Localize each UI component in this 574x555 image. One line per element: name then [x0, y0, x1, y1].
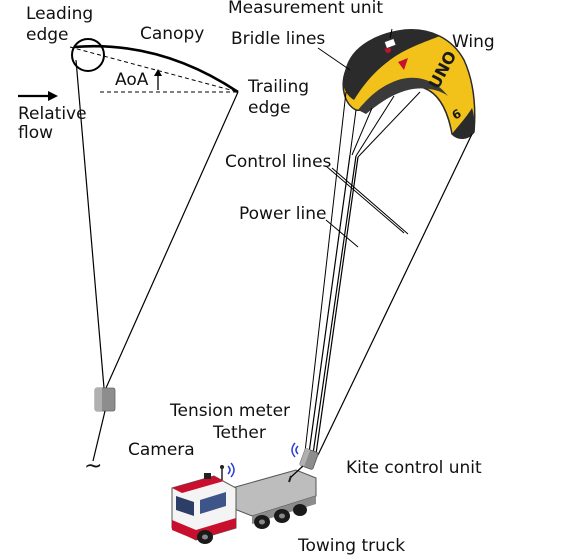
label-trailing-edge-2: edge — [248, 98, 291, 118]
label-kite-control-unit: Kite control unit — [346, 458, 482, 478]
label-power-line: Power line — [239, 204, 326, 224]
kite-control-unit — [290, 442, 319, 478]
bridle-line-3 — [355, 95, 395, 157]
label-wing: Wing — [452, 32, 495, 52]
truck-side-window — [200, 492, 226, 514]
aoa-arrowhead — [154, 69, 162, 76]
tension-meter-signal-icon — [291, 442, 299, 458]
leader-control-lines-b — [325, 165, 405, 234]
tether-line — [290, 465, 304, 478]
truck-camera — [204, 473, 211, 479]
control-line-left — [304, 91, 347, 453]
left-line-front — [75, 59, 105, 389]
kite-lines — [304, 47, 473, 456]
airfoil-schematic: ~ Leading edge Canopy AoA Trailing edge … — [18, 4, 309, 479]
truck-cab-red — [172, 518, 236, 540]
chord-line — [69, 46, 239, 93]
measurement-unit-box — [383, 37, 397, 49]
label-bridle-lines: Bridle lines — [231, 29, 325, 49]
leader-control-lines-a — [331, 167, 409, 235]
left-sensor-shade — [95, 388, 102, 411]
truck-wheel-1-hub — [202, 534, 208, 540]
label-relative-flow-1: Relative — [18, 104, 87, 124]
canopy-profile — [73, 44, 239, 94]
label-leading-edge-1: Leading — [26, 4, 93, 24]
towing-truck — [171, 462, 317, 544]
measurement-unit-leader — [389, 28, 393, 39]
label-measurement-unit: Measurement unit — [228, 0, 383, 18]
wing-underside-swoosh — [358, 77, 448, 114]
power-line-1 — [308, 154, 351, 454]
truck-tether-post — [288, 475, 292, 483]
label-relative-flow-2: flow — [18, 123, 53, 143]
control-line-rear — [317, 133, 473, 456]
power-line-2 — [312, 155, 357, 455]
truck-wheel-3-hub — [279, 513, 285, 519]
label-trailing-edge-1: Trailing — [247, 77, 309, 97]
relative-flow-arrowhead — [48, 91, 58, 101]
left-line-rear — [105, 91, 239, 389]
truck-wheel-2-hub — [259, 519, 265, 525]
label-aoa: AoA — [115, 70, 149, 90]
label-camera: Camera — [128, 440, 195, 460]
wing-leading-edge-band — [343, 29, 440, 100]
label-towing-truck: Towing truck — [297, 536, 405, 555]
truck-windshield — [176, 496, 194, 516]
label-tether: Tether — [212, 423, 266, 443]
leader-power-line — [325, 219, 359, 248]
label-canopy: Canopy — [140, 24, 204, 44]
wing-red-mark — [398, 58, 408, 70]
label-tension-meter: Tension meter — [169, 401, 290, 421]
wing-tip-right — [452, 108, 475, 139]
label-leading-edge-2: edge — [26, 25, 69, 45]
ground-tilde: ~ — [84, 454, 102, 479]
power-line-3 — [315, 156, 359, 455]
left-ground-line — [92, 410, 106, 462]
bridle-line-1 — [349, 109, 357, 156]
kite-wing: UNO 6 — [342, 28, 476, 139]
leader-bridle-lines — [317, 47, 351, 71]
label-control-lines: Control lines — [225, 152, 332, 172]
bridle-line-2 — [351, 107, 373, 156]
truck-wheel-4 — [293, 504, 307, 516]
leading-edge-circle — [71, 38, 105, 72]
truck-cab-red-roof — [172, 476, 224, 493]
truck-signal-icon — [227, 462, 235, 478]
truck-antenna-tip — [220, 465, 224, 469]
control-unit-shade — [299, 448, 311, 467]
bridle-line-4 — [357, 91, 421, 158]
